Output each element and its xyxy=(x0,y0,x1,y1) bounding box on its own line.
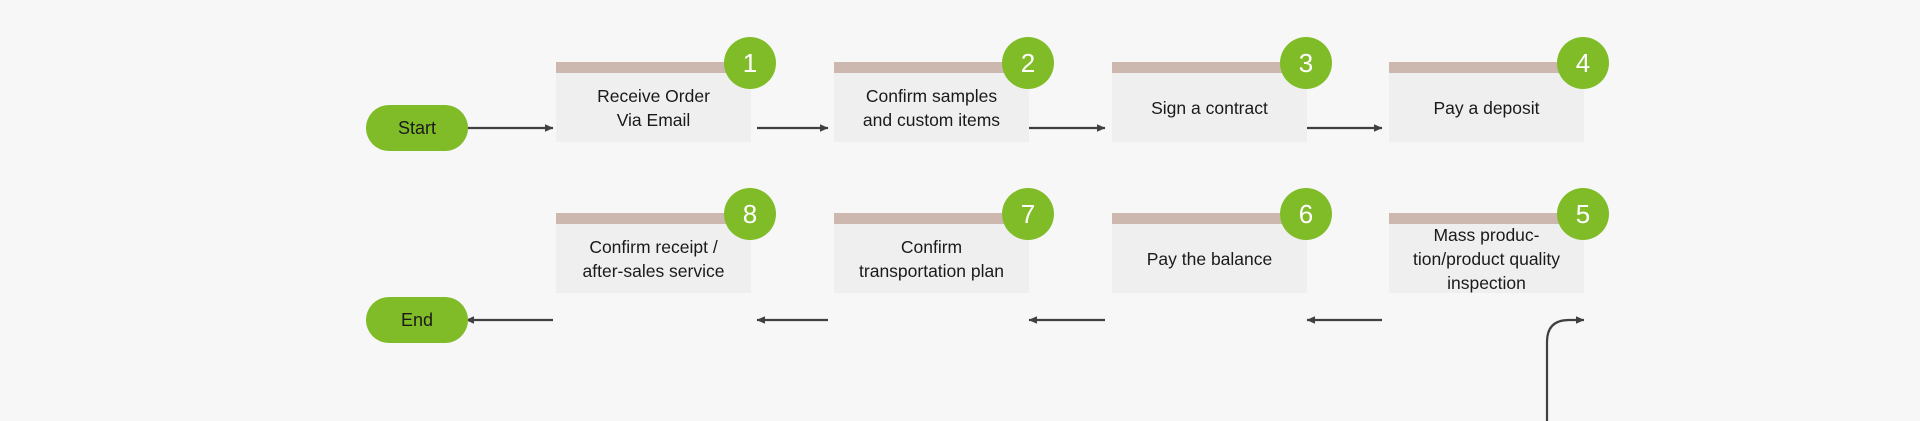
step-number-7: 7 xyxy=(1020,199,1036,229)
card-body-6: Pay the balance xyxy=(1112,224,1307,293)
step-label-2: Confirm samples and custom items xyxy=(862,85,1001,130)
card-body-1: Receive Order Via Email xyxy=(556,73,751,142)
step-badge-3[interactable]: 3 xyxy=(1280,37,1332,89)
card-accent-bar-6 xyxy=(1112,213,1307,224)
end-node-label: End xyxy=(400,310,434,330)
step-card-1[interactable]: Receive Order Via Email xyxy=(556,62,751,142)
step-number-2: 2 xyxy=(1020,48,1036,78)
step-label-7: Confirm transportation plan xyxy=(859,236,1004,281)
card-accent-bar-8 xyxy=(556,213,751,224)
card-body-2: Confirm samples and custom items xyxy=(834,73,1029,142)
step-badge-8[interactable]: 8 xyxy=(724,188,776,240)
card-body-3: Sign a contract xyxy=(1112,73,1307,142)
step-number-8: 8 xyxy=(742,199,758,229)
start-node-label: Start xyxy=(397,118,436,138)
step-label-4: Pay a deposit xyxy=(1433,97,1540,118)
step-card-6[interactable]: Pay the balance xyxy=(1112,213,1307,293)
step-number-5: 5 xyxy=(1575,199,1591,229)
card-body-7: Confirm transportation plan xyxy=(834,224,1029,293)
step-badge-1[interactable]: 1 xyxy=(724,37,776,89)
connector-4-to-5 xyxy=(1545,316,1585,421)
start-node[interactable]: Start xyxy=(366,105,468,151)
step-label-1: Receive Order Via Email xyxy=(597,85,710,130)
step-label-3: Sign a contract xyxy=(1151,97,1268,118)
step-card-7[interactable]: Confirm transportation plan xyxy=(834,213,1029,293)
step-card-5[interactable]: Mass produc- tion/product quality inspec… xyxy=(1389,213,1584,293)
step-number-3: 3 xyxy=(1298,48,1314,78)
card-accent-bar-7 xyxy=(834,213,1029,224)
step-label-6: Pay the balance xyxy=(1146,248,1273,269)
card-body-8: Confirm receipt / after-sales service xyxy=(556,224,751,293)
step-badge-6[interactable]: 6 xyxy=(1280,188,1332,240)
step-badge-5[interactable]: 5 xyxy=(1557,188,1609,240)
step-label-8: Confirm receipt / after-sales service xyxy=(582,236,725,281)
step-card-2[interactable]: Confirm samples and custom items xyxy=(834,62,1029,142)
step-number-6: 6 xyxy=(1298,199,1314,229)
card-body-4: Pay a deposit xyxy=(1389,73,1584,142)
card-accent-bar-5 xyxy=(1389,213,1584,224)
card-body-5: Mass produc- tion/product quality inspec… xyxy=(1389,224,1584,293)
step-card-4[interactable]: Pay a deposit xyxy=(1389,62,1584,142)
card-accent-bar-3 xyxy=(1112,62,1307,73)
end-node[interactable]: End xyxy=(366,297,468,343)
card-accent-bar-1 xyxy=(556,62,751,73)
step-card-8[interactable]: Confirm receipt / after-sales service xyxy=(556,213,751,293)
step-badge-4[interactable]: 4 xyxy=(1557,37,1609,89)
step-card-3[interactable]: Sign a contract xyxy=(1112,62,1307,142)
step-number-1: 1 xyxy=(742,48,758,78)
step-label-5: Mass produc- tion/product quality inspec… xyxy=(1413,224,1560,293)
step-badge-2[interactable]: 2 xyxy=(1002,37,1054,89)
step-badge-7[interactable]: 7 xyxy=(1002,188,1054,240)
card-accent-bar-4 xyxy=(1389,62,1584,73)
step-number-4: 4 xyxy=(1575,48,1591,78)
card-accent-bar-2 xyxy=(834,62,1029,73)
